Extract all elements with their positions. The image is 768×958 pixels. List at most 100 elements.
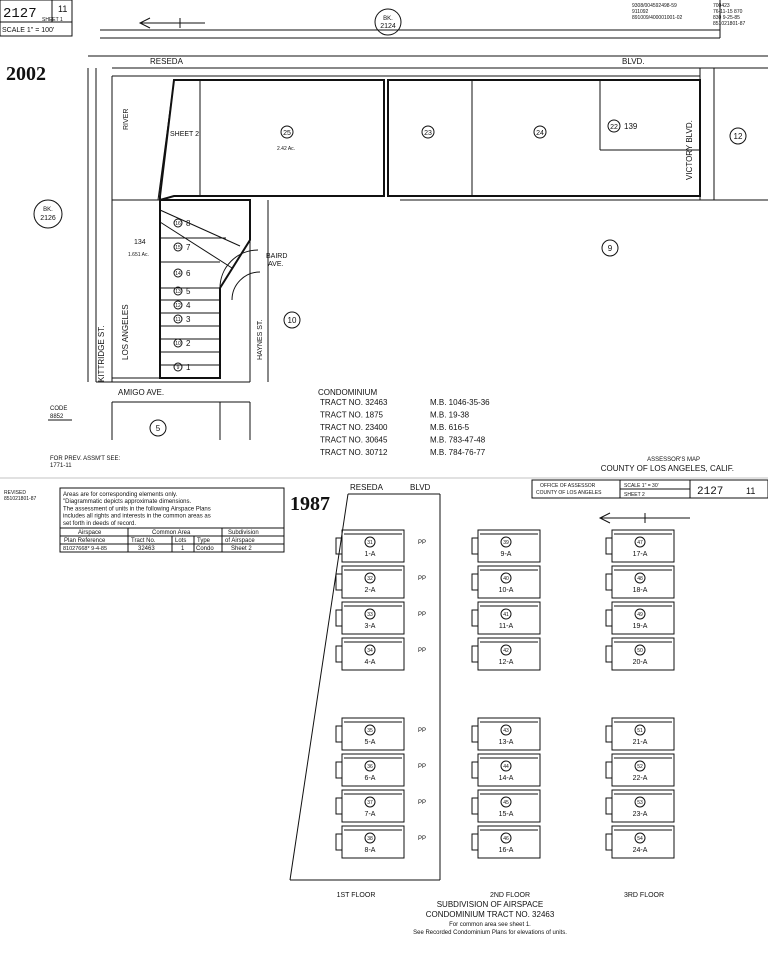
table-sub-tract: Tract No. [131, 538, 156, 544]
map-book-ref: M.B. 784-76-77 [430, 448, 486, 457]
unit-circle-number: 49 [637, 612, 643, 618]
lot-circle [173, 300, 183, 310]
unit-label: 8-A [365, 847, 376, 854]
unit-label: 2-A [365, 587, 376, 594]
table-row-type: Condo [196, 546, 214, 552]
table-head-airspace: Airspace [78, 530, 102, 536]
tract-number: TRACT NO. 32463 [320, 398, 388, 407]
notes-text: Areas are for corresponding elements onl… [63, 492, 211, 527]
assessor-line-2: COUNTY OF LOS ANGELES, CALIF. [601, 464, 734, 473]
table-head-subdivision: Subdivision [228, 530, 259, 536]
table-row-plan: 81027668* 9-4-85 [63, 546, 107, 552]
pp-label: PP [418, 540, 426, 546]
unit-circle [500, 796, 512, 808]
table-row-lots: 1 [181, 546, 185, 552]
unit-circle [364, 536, 376, 548]
unit-circle-number: 48 [637, 576, 643, 582]
bk-left-label: BK. [43, 207, 53, 213]
unit-circle-number: 34 [367, 648, 373, 654]
unit-circle [364, 832, 376, 844]
amigo-ave-label: AMIGO AVE. [118, 388, 164, 397]
revised-code: 851021801-87 [4, 496, 36, 502]
unit-circle-number: 35 [367, 728, 373, 734]
unit-circle [500, 608, 512, 620]
pp-label: PP [418, 576, 426, 582]
tract-number: TRACT NO. 30645 [320, 436, 388, 445]
common-area-note: For common area see sheet 1. [449, 922, 531, 928]
note-line: includes all rights and interests in the… [63, 514, 211, 520]
lot-number: 7 [186, 243, 191, 252]
floor-1-label: 1ST FLOOR [337, 892, 376, 899]
unit-plan: 355-APP [335, 717, 426, 751]
rev-code-mid-3: 891009/400001001-02 [632, 15, 683, 21]
pp-label: PP [418, 728, 426, 734]
pp-label: PP [418, 648, 426, 654]
unit-plan: 344-APP [335, 637, 426, 671]
unit-plan: 333-APP [335, 601, 426, 635]
lot-circle-number: 11 [175, 317, 180, 323]
tract-heading: CONDOMINIUM [318, 388, 377, 397]
lot-number: 8 [186, 219, 191, 228]
condo-tract-title: CONDOMINIUM TRACT NO. 32463 [426, 910, 555, 919]
unit-circle [500, 724, 512, 736]
lot-circle [173, 268, 183, 278]
pp-label: PP [418, 764, 426, 770]
table-sub-plan: Plan Reference [64, 538, 106, 544]
pp-label: PP [418, 612, 426, 618]
unit-circle [364, 608, 376, 620]
la-river-label-1: LOS ANGELES [121, 304, 130, 360]
unit-circle-number: 31 [367, 540, 373, 546]
rev-code-right-3: 830 9-25-85 [713, 15, 740, 21]
unit-plan: 49 19-A [605, 601, 675, 635]
table-sub-lots: Lots [175, 538, 186, 544]
unit-circle-number: 44 [503, 764, 509, 770]
unit-plan: 31 1-A PP [335, 529, 426, 563]
unit-circle-number: 51 [637, 728, 643, 734]
tract-number: TRACT NO. 1875 [320, 411, 384, 420]
unit-grid: 311-APP322-APP333-APP344-APP355-APP366-A… [335, 529, 675, 859]
parcel-25-area: 2.42 Ac. [277, 146, 295, 152]
bk-top-label: BK. [383, 16, 393, 22]
unit-label: 1-A [365, 551, 376, 558]
lot-number: 5 [186, 287, 191, 296]
unit-circle-number: 47 [637, 540, 643, 546]
north-arrow-icon [138, 17, 205, 29]
lot-number: 6 [186, 269, 191, 278]
tract-table: CONDOMINIUM TRACT NO. 32463 M.B. 1046-35-… [318, 388, 490, 457]
unit-label: 24-A [633, 847, 648, 854]
unit-circle [364, 724, 376, 736]
la-river-label-2: RIVER [123, 109, 130, 130]
unit-label: 17-A [633, 551, 648, 558]
pp-label: PP [418, 836, 426, 842]
pp-label: PP [418, 800, 426, 806]
lot-circle [173, 242, 183, 252]
parcel-24: 24 [536, 130, 544, 137]
unit-label: 19-A [633, 623, 648, 630]
map-book-ref: M.B. 616-5 [430, 423, 470, 432]
parcel-25: 25 [283, 130, 291, 137]
note-line: Areas are for corresponding elements onl… [63, 492, 178, 498]
bk-left-number: 2126 [40, 215, 56, 222]
map-book-ref: M.B. 1046-35-36 [430, 398, 490, 407]
floor-2-label: 2ND FLOOR [490, 892, 530, 899]
unit-label: 11-A [499, 623, 514, 630]
haynes-st-label: HAYNES ST. [257, 320, 264, 360]
unit-circle-number: 39 [503, 540, 509, 546]
code-label: CODE [50, 406, 67, 412]
lot-circle-number: 14 [175, 271, 181, 277]
table-sub-type: Type [197, 538, 211, 544]
unit-label: 20-A [633, 659, 648, 666]
unit-circle [364, 760, 376, 772]
note-line: "Diagrammatic depicts approximate dimens… [63, 499, 192, 505]
unit-circle [634, 832, 646, 844]
tract-number: TRACT NO. 30712 [320, 448, 388, 457]
note-line: The assessment of units in the following… [63, 506, 211, 512]
unit-circle [634, 608, 646, 620]
unit-label: 10-A [499, 587, 514, 594]
